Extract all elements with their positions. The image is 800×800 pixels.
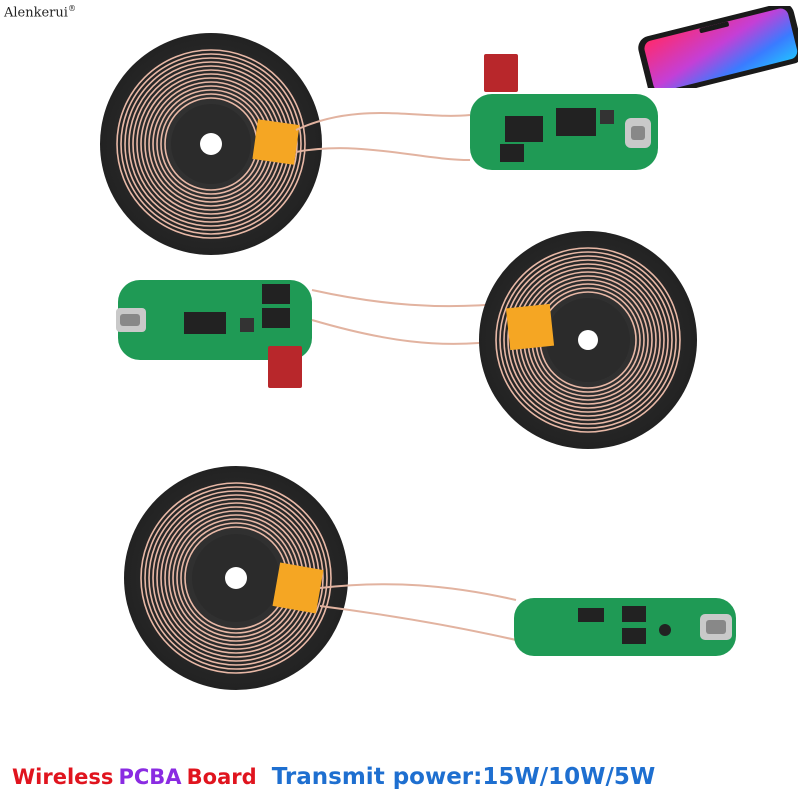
caption-wireless: Wireless [12,765,114,789]
registered-mark: ® [67,4,76,13]
pcb-board-middle [116,280,312,388]
coil-bottom [124,466,348,690]
caption-power-values: 15W/10W/5W [482,764,656,790]
coil-top [100,33,322,255]
smartphone-image [638,6,798,88]
caption-board: Board [186,765,257,789]
brand-name: Alenkerui [4,5,68,21]
pcb-board-bottom [514,598,736,656]
caption-power-label: Transmit power: [271,764,483,790]
pcb-board-top [470,54,658,170]
caption-pcba: PCBA [118,765,182,789]
brand-watermark: Alenkerui® [4,4,76,20]
caption-bar: Wireless PCBA Board Transmit power:15W/1… [12,757,792,797]
coil-middle [479,231,697,449]
